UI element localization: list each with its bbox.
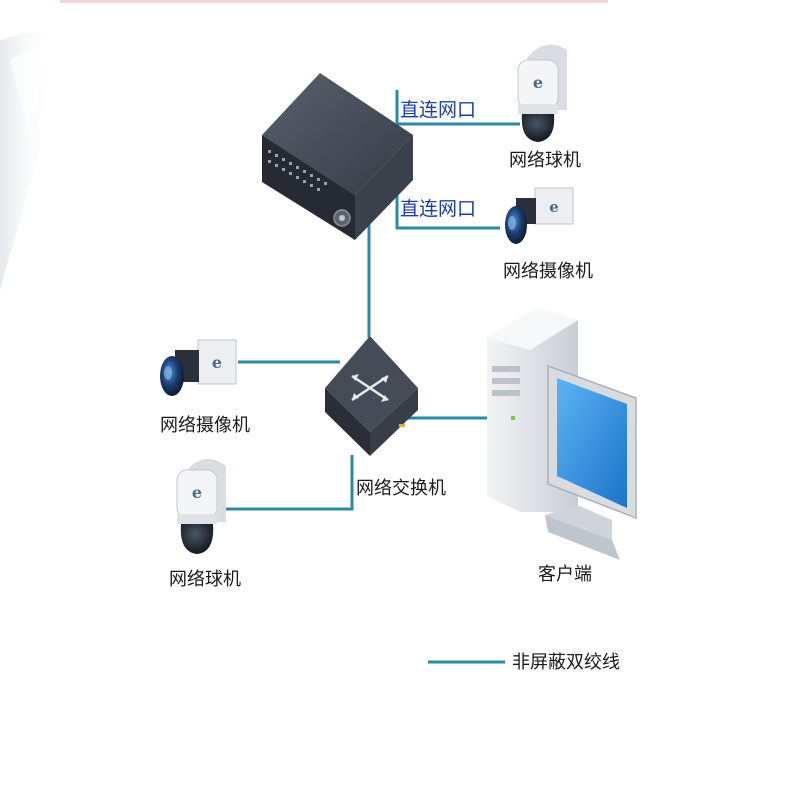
legend-cable-label: 非屏蔽双绞线: [512, 652, 620, 673]
switch-arrows-icon: [351, 374, 389, 402]
label-dome-camera-top: 网络球机: [509, 150, 581, 171]
cable-dome-left-to-switch: [225, 455, 354, 511]
camera-logo-icon: e: [549, 198, 559, 216]
box-camera-left: e: [160, 339, 237, 396]
link-label-direct-port-bottom: 直连网口: [400, 198, 477, 220]
network-switch: [325, 336, 418, 456]
cable-nvr-to-dome-top: [395, 90, 520, 126]
nvr-recorder: [262, 73, 413, 240]
camera-logo-icon: e: [192, 483, 202, 502]
client-pc: [487, 308, 637, 560]
dome-camera-left: e: [176, 458, 226, 554]
box-camera-top: e: [505, 187, 574, 244]
link-label-direct-port-top: 直连网口: [400, 99, 477, 121]
label-box-camera-left: 网络摄像机: [160, 415, 250, 436]
cables: [225, 90, 520, 511]
label-client: 客户端: [538, 564, 592, 585]
camera-logo-icon: e: [533, 73, 543, 92]
dome-camera-top: e: [517, 44, 567, 142]
label-dome-camera-left: 网络球机: [169, 569, 241, 590]
label-network-switch: 网络交换机: [356, 478, 446, 499]
background-decoration: [0, 0, 608, 290]
camera-logo-icon: e: [212, 353, 222, 372]
cable-nvr-to-box-top: [395, 188, 500, 230]
label-box-camera-top: 网络摄像机: [503, 261, 593, 282]
